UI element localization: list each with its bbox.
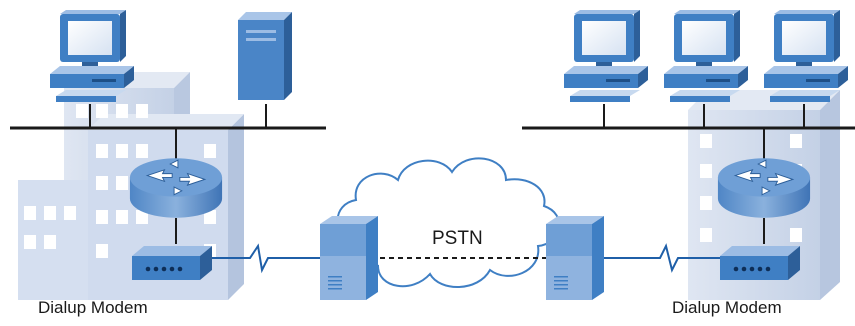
right-pc-icon-1 xyxy=(564,10,648,102)
pstn-cloud xyxy=(336,157,561,288)
right-pc-icon-3 xyxy=(764,10,848,102)
right-dialup-link xyxy=(604,243,720,273)
left-pstn-switch-icon xyxy=(320,216,378,300)
left-dialup-link xyxy=(212,243,320,274)
pstn-label: PSTN xyxy=(432,228,483,249)
right-dialup-modem-icon xyxy=(720,246,800,280)
left-site-label: Dialup Modem xyxy=(38,298,148,317)
right-pc-icon-2 xyxy=(664,10,748,102)
right-drop-lines xyxy=(603,104,805,244)
server-icon xyxy=(238,12,292,100)
right-pstn-switch-icon xyxy=(546,216,604,300)
right-site-label: Dialup Modem xyxy=(672,298,782,317)
right-router-icon xyxy=(717,157,811,219)
left-router-icon xyxy=(129,157,223,219)
left-dialup-modem-icon xyxy=(132,246,212,280)
left-drop-lines xyxy=(89,104,267,244)
